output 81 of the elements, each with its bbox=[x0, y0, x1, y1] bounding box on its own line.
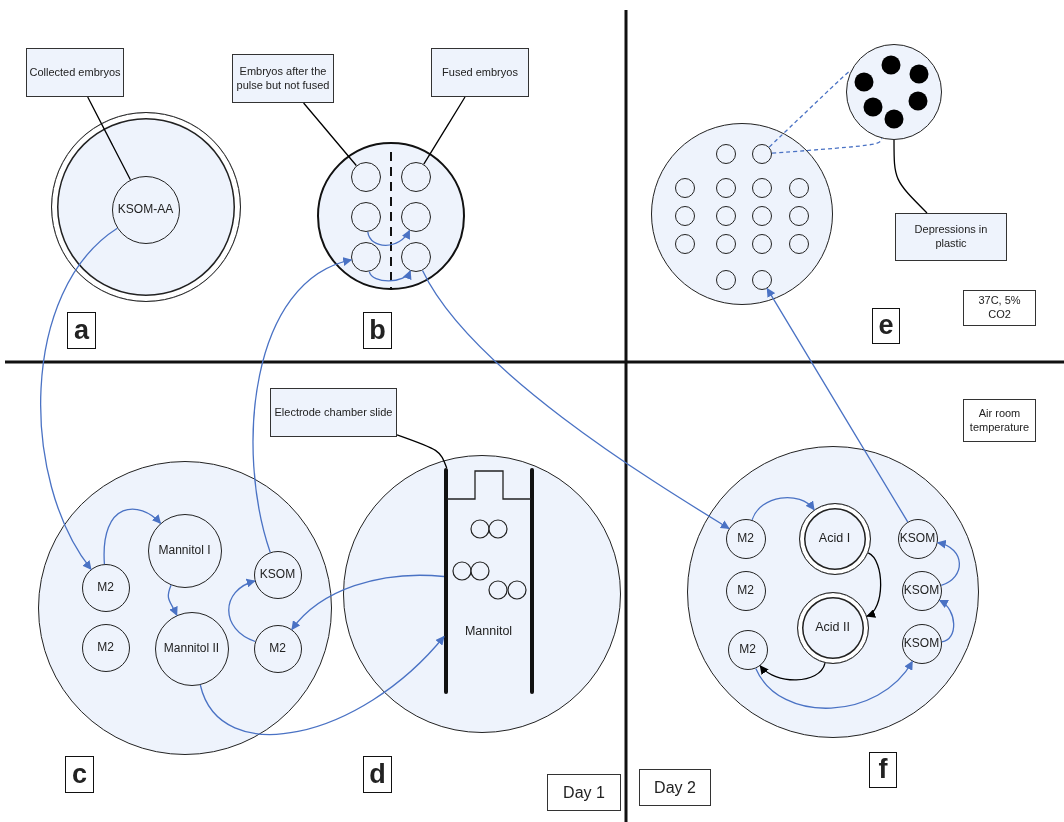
panel-letter: e bbox=[872, 308, 900, 344]
arrow bbox=[421, 269, 730, 530]
callout-box: Collected embryos bbox=[26, 48, 124, 97]
arrow bbox=[936, 540, 960, 586]
medium-label: Mannitol bbox=[463, 623, 514, 638]
well bbox=[674, 177, 695, 198]
medium-label: M2 bbox=[97, 640, 114, 655]
panel-letter: c bbox=[65, 756, 94, 793]
leader-line bbox=[396, 434, 448, 469]
well bbox=[401, 202, 431, 232]
well bbox=[751, 143, 772, 164]
panel-letter: d bbox=[363, 756, 392, 793]
callout-box: Electrode chamber slide bbox=[270, 388, 397, 437]
arrow bbox=[866, 552, 882, 617]
well bbox=[351, 202, 381, 232]
well bbox=[351, 242, 381, 272]
medium-label: M2 bbox=[739, 642, 756, 657]
day-label: Day 1 bbox=[547, 774, 621, 811]
arrow bbox=[367, 229, 411, 246]
well bbox=[788, 205, 809, 226]
medium-label: M2 bbox=[737, 531, 754, 546]
medium-label: Mannitol II bbox=[163, 641, 220, 656]
leader-line bbox=[302, 102, 357, 167]
well bbox=[715, 143, 736, 164]
well bbox=[788, 233, 809, 254]
well bbox=[351, 162, 381, 192]
medium-drop bbox=[81, 563, 130, 612]
medium-label: KSOM bbox=[903, 636, 940, 651]
medium-label: KSOM bbox=[903, 583, 940, 598]
condition-note: 37C, 5% CO2 bbox=[963, 290, 1036, 326]
well bbox=[715, 233, 736, 254]
well bbox=[401, 242, 431, 272]
well bbox=[674, 233, 695, 254]
leader-line bbox=[423, 96, 466, 165]
arrow bbox=[755, 660, 913, 709]
guide-line bbox=[768, 69, 852, 148]
arrow bbox=[40, 227, 118, 570]
well bbox=[715, 177, 736, 198]
arrow bbox=[103, 508, 162, 565]
medium-drop bbox=[253, 624, 302, 673]
medium-label: M2 bbox=[269, 641, 286, 656]
medium-label: Acid I bbox=[818, 531, 851, 546]
medium-label: Mannitol I bbox=[158, 543, 211, 558]
guide-line bbox=[771, 137, 883, 154]
leader-line bbox=[87, 96, 132, 181]
condition-note: Air room temperature bbox=[963, 399, 1036, 442]
panel-letter: b bbox=[363, 312, 392, 349]
leader-line bbox=[893, 139, 928, 214]
arrow bbox=[751, 496, 815, 521]
well bbox=[788, 177, 809, 198]
medium-label: KSOM bbox=[899, 531, 936, 546]
arrow bbox=[291, 574, 445, 631]
day-label: Day 2 bbox=[639, 769, 711, 806]
medium-label: Acid II bbox=[815, 620, 850, 635]
medium-label: M2 bbox=[737, 583, 754, 598]
well bbox=[751, 177, 772, 198]
well bbox=[401, 162, 431, 192]
arrow bbox=[368, 270, 411, 282]
medium-label: KSOM bbox=[259, 567, 296, 582]
medium-drop bbox=[725, 518, 766, 559]
arrow bbox=[199, 635, 445, 735]
medium-label: KSOM-AA bbox=[117, 202, 174, 217]
callout-box: Embryos after the pulse but not fused bbox=[232, 54, 334, 103]
arrow bbox=[938, 599, 955, 643]
arrow bbox=[766, 287, 909, 523]
well bbox=[751, 205, 772, 226]
medium-label: M2 bbox=[97, 580, 114, 595]
panel-letter: a bbox=[67, 312, 96, 349]
well bbox=[674, 205, 695, 226]
well bbox=[751, 269, 772, 290]
callout-box: Depressions in plastic bbox=[895, 213, 1007, 261]
well bbox=[715, 205, 736, 226]
arrow bbox=[228, 579, 256, 643]
callout-box: Fused embryos bbox=[431, 48, 529, 97]
medium-drop bbox=[897, 518, 938, 559]
panel-letter: f bbox=[869, 752, 897, 788]
arrow bbox=[167, 584, 178, 616]
arrow bbox=[252, 258, 353, 553]
well bbox=[751, 233, 772, 254]
well bbox=[715, 269, 736, 290]
arrow bbox=[759, 662, 826, 681]
